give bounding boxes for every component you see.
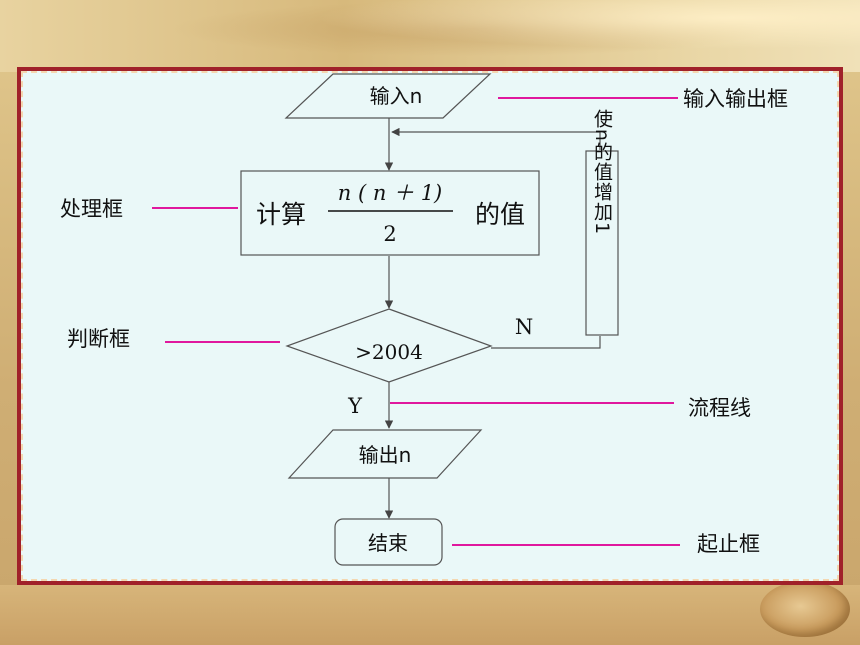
decision-node: >2004 <box>285 308 493 383</box>
process-node: 计算 n ( n ＋ 1) 2 的值 <box>240 170 540 256</box>
scroll-curl-decoration <box>760 581 850 637</box>
process-node-suffix: 的值 <box>475 200 525 229</box>
terminal-node: 结束 <box>334 518 443 566</box>
flow-line-no-branch <box>491 336 601 349</box>
terminal-node-label: 结束 <box>368 531 408 555</box>
input-node: 输入n <box>284 73 492 119</box>
annotation-flow-line: 流程线 <box>688 396 751 420</box>
output-node: 输出n <box>287 429 483 479</box>
annotation-terminal-box: 起止框 <box>697 532 760 556</box>
branch-label-yes: Y <box>347 394 363 418</box>
loop-increment-node: 使n的值增加1 <box>585 109 619 336</box>
decision-node-label: >2004 <box>355 340 423 364</box>
annotation-process-box: 处理框 <box>60 197 123 221</box>
flow-line-loop-back <box>391 127 601 150</box>
annotation-io-box: 输入输出框 <box>683 87 788 111</box>
process-node-prefix: 计算 <box>256 200 306 229</box>
annotation-decision-box: 判断框 <box>67 327 130 351</box>
input-node-label: 输入n <box>370 84 423 108</box>
flow-lines <box>384 118 601 519</box>
parchment-footer-background <box>0 585 860 645</box>
process-node-denominator: 2 <box>383 222 396 246</box>
loop-increment-label: 使n的值增加1 <box>591 109 613 235</box>
process-node-numerator: n ( n ＋ 1) <box>338 181 443 205</box>
parchment-header-background <box>0 0 860 72</box>
annotation-lines <box>152 97 680 546</box>
output-node-label: 输出n <box>359 443 412 467</box>
branch-label-no: N <box>515 315 533 339</box>
